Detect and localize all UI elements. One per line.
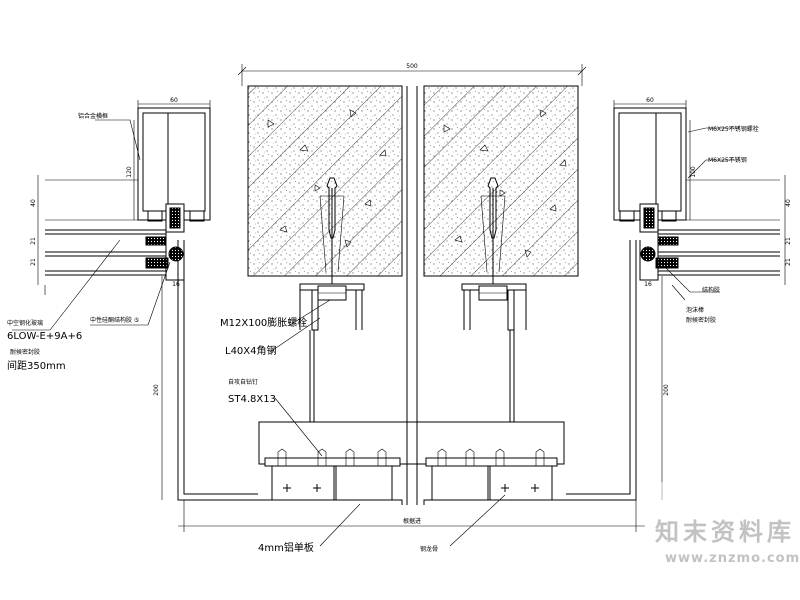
right-d40: 40 <box>785 199 792 207</box>
expansion-bolt-left <box>319 177 345 284</box>
screw-title: 自攻自钻钉 <box>228 378 258 386</box>
right-d21b: 21 <box>785 258 792 266</box>
left-d21a: 21 <box>30 237 37 245</box>
right-vertical-dimension: 200 <box>661 276 670 500</box>
bottom-dimension-text: 根据进 <box>403 517 421 525</box>
left-d40: 40 <box>30 199 37 207</box>
angle-bracket-left <box>299 283 365 331</box>
left-frame-depth: 120 <box>126 166 133 178</box>
bottom-right-label: 钢龙骨 <box>420 545 438 553</box>
left-glass-spec: 6LOW-E+9A+6 <box>7 331 82 342</box>
angle-bracket-right <box>461 283 527 331</box>
concrete-column-left <box>247 85 403 277</box>
right-d21a: 21 <box>785 237 792 245</box>
right-vertical-200: 200 <box>663 384 670 396</box>
left-frame-width: 60 <box>170 97 178 104</box>
left-top-callout: 铝合金横框 <box>78 112 108 120</box>
watermark-brand: 知末资料库 <box>655 518 795 546</box>
bolt-label: M12X100膨胀螺栓 <box>220 316 307 329</box>
left-bead-label: 中性硅酮结构胶 ⑤ <box>90 316 139 324</box>
right-mullion-frame: 60 100 <box>613 97 697 281</box>
right-lower-1: 泡沫棒 <box>686 306 704 314</box>
right-lower-3: 结构胶 <box>702 286 720 294</box>
right-frame-depth: 100 <box>690 166 697 178</box>
aluminum-panel <box>177 240 637 505</box>
center-gap <box>406 86 418 505</box>
right-upper-2: M6X25不锈钢 <box>708 156 747 164</box>
right-frame-width: 60 <box>646 97 654 104</box>
left-d21b: 21 <box>30 258 37 266</box>
panel-label: 4mm铝单板 <box>258 541 314 554</box>
right-lower-2: 耐候密封胶 <box>686 316 716 324</box>
screw-spec: ST4.8X13 <box>228 394 276 405</box>
labels: 铝合金横框 中空钢化玻璃 6LOW-E+9A+6 中性硅酮结构胶 ⑤ 间距350… <box>7 112 759 554</box>
left-vertical-dimension: 200 <box>153 276 163 500</box>
left-vertical-200: 200 <box>153 384 160 396</box>
watermark-url: www.znzmo.com <box>665 551 800 566</box>
bottom-dimension: 根据进 <box>178 500 645 532</box>
left-glass-unit: 40 21 21 16 <box>30 175 180 288</box>
watermark: 知末资料库 www.znzmo.com <box>645 482 800 600</box>
left-seal: 耐候密封胶 <box>10 348 40 356</box>
left-mullion-frame: 60 120 <box>126 97 211 281</box>
top-dimension: 500 <box>237 63 587 86</box>
angle-label: L40X4角钢 <box>225 344 277 357</box>
steel-keel <box>258 421 565 501</box>
right-upper-1: M6X25不锈钢螺栓 <box>708 125 759 133</box>
hanging-rods <box>309 330 515 422</box>
left-note: 间距350mm <box>7 359 66 372</box>
top-dimension-text: 500 <box>406 63 418 70</box>
leader-lines <box>12 119 740 547</box>
left-d16: 16 <box>172 281 180 288</box>
right-d16: 16 <box>644 281 652 288</box>
right-glass-unit: 40 21 21 16 <box>644 175 792 288</box>
left-glass-label: 中空钢化玻璃 <box>7 319 43 327</box>
expansion-bolt-right <box>480 177 506 284</box>
